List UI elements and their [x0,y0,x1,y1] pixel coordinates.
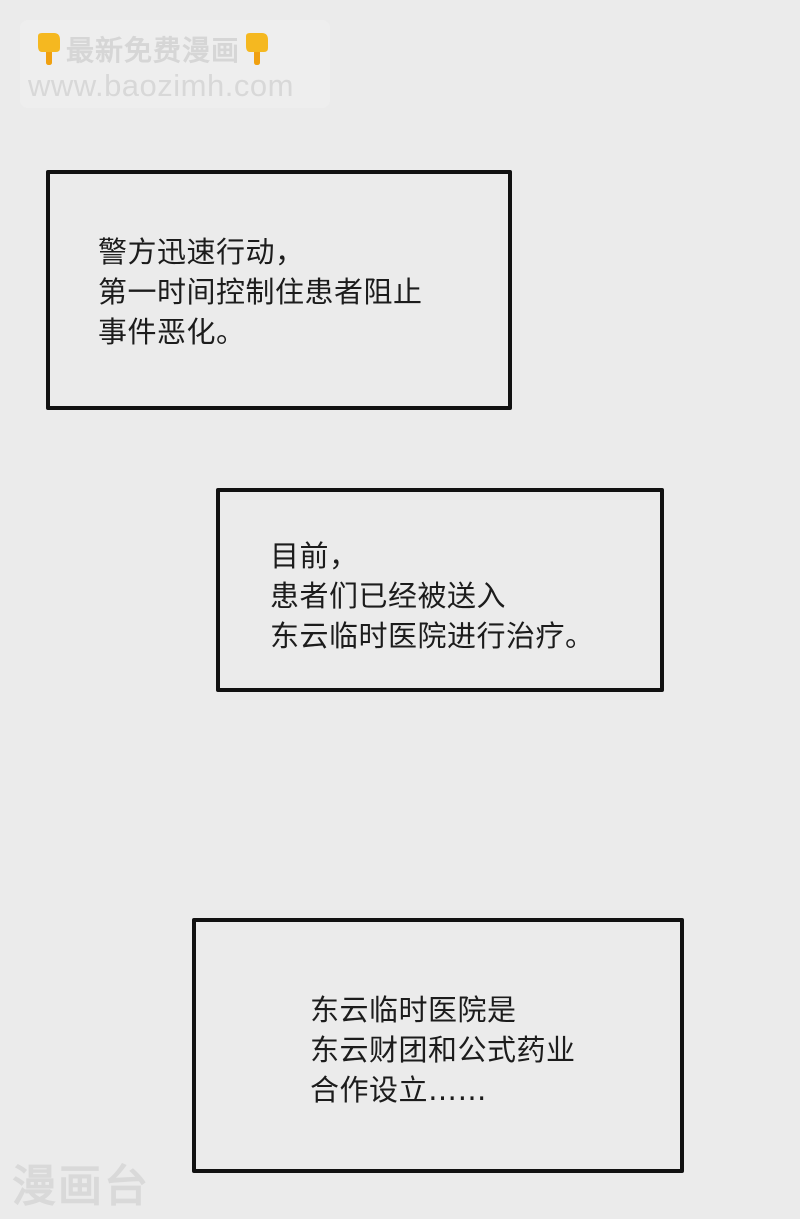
caption-text: 东云临时医院是 东云财团和公式药业 合作设立…… [310,990,576,1110]
caption-text: 警方迅速行动， 第一时间控制住患者阻止 事件恶化。 [98,232,423,352]
watermark-url: www.baozimh.com [28,68,294,103]
watermark-banner: 最新免费漫画 www.baozimh.com [20,20,330,108]
caption-line: 东云临时医院进行治疗。 [270,619,595,653]
caption-box-2: 目前， 患者们已经被送入 东云临时医院进行治疗。 [216,488,664,692]
watermark-title: 最新免费漫画 [66,34,241,67]
caption-box-3: 东云临时医院是 东云财团和公式药业 合作设立…… [192,918,684,1173]
caption-line: 东云财团和公式药业 [310,1033,576,1067]
caption-box-1: 警方迅速行动， 第一时间控制住患者阻止 事件恶化。 [46,170,512,410]
caption-line: 患者们已经被送入 [270,579,507,613]
caption-line: 第一时间控制住患者阻止 [98,275,423,309]
watermark-title-row: 最新免费漫画 [34,32,272,67]
pointing-down-hand-icon [34,32,64,66]
pointing-down-hand-icon [242,32,272,66]
caption-line: 东云临时医院是 [310,993,517,1027]
caption-line: 目前， [270,539,359,573]
watermark-logo: 漫画台 [12,1161,150,1212]
caption-line: 事件恶化。 [98,315,246,349]
caption-line: 警方迅速行动， [98,235,305,269]
caption-line: 合作设立…… [310,1073,488,1107]
caption-text: 目前， 患者们已经被送入 东云临时医院进行治疗。 [270,536,595,656]
